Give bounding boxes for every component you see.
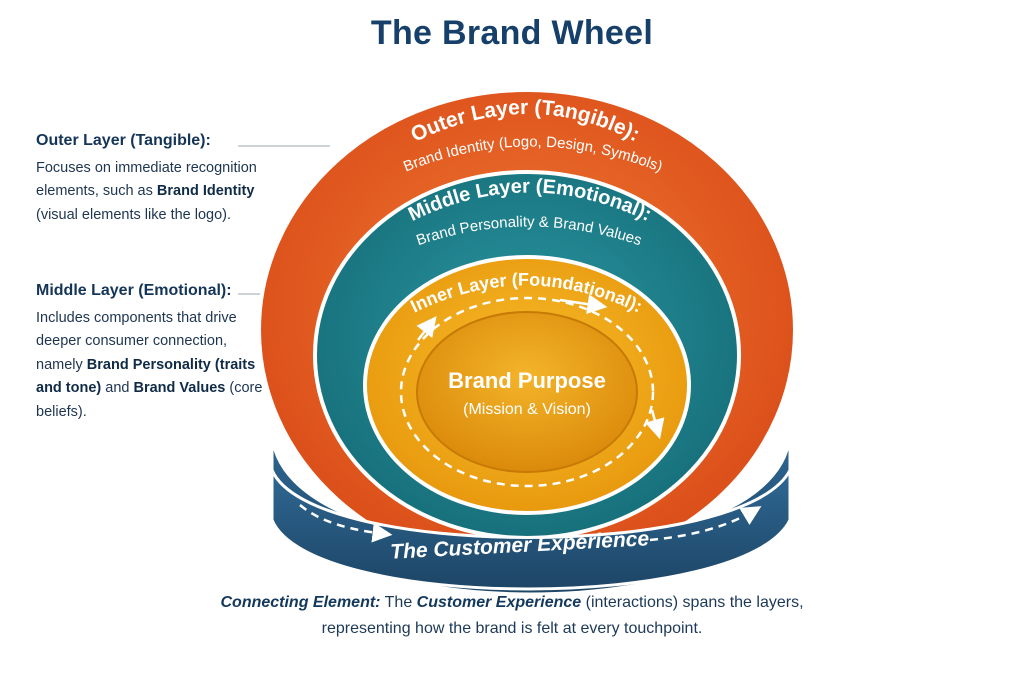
middle-layer-note: Middle Layer (Emotional): Includes compo… bbox=[36, 278, 276, 424]
middle-layer-note-text-end: (core beliefs). bbox=[36, 380, 263, 420]
connecting-note-text-2: (interactions) spans the layers, bbox=[581, 594, 804, 611]
middle-layer-note-text-and: and bbox=[101, 380, 134, 397]
brand-identity-term: Brand Identity bbox=[156, 183, 255, 200]
customer-experience-ring-front bbox=[270, 469, 792, 591]
traits-and-tone-term: (traits and tone) bbox=[36, 356, 256, 397]
brand-purpose-subtitle: (Mission & Vision) bbox=[463, 401, 591, 418]
cycle-arrow-right bbox=[645, 409, 665, 440]
outer-layer-note-heading: Outer Layer (Tangible): bbox=[36, 132, 211, 149]
brand-values-term: Brand Values bbox=[133, 380, 226, 397]
cycle-arrow-top bbox=[559, 294, 608, 315]
inner-cycle-dashes bbox=[399, 296, 655, 488]
middle-layer-note-text: Includes components that drive deeper co… bbox=[36, 309, 237, 373]
outer-layer-note: Outer Layer (Tangible): Focuses on immed… bbox=[36, 128, 276, 227]
brand-purpose-core bbox=[416, 311, 638, 473]
customer-experience-term: Customer Experience bbox=[416, 594, 582, 611]
brand-purpose-title: Brand Purpose bbox=[448, 368, 606, 393]
connecting-element-note: Connecting Element: The Customer Experie… bbox=[0, 590, 1024, 641]
middle-layer-note-heading: Middle Layer (Emotional): bbox=[36, 282, 232, 299]
connecting-note-text: The bbox=[380, 594, 417, 611]
page-title: The Brand Wheel bbox=[370, 14, 654, 52]
outer-layer-note-text: Focuses on immediate recognition element… bbox=[36, 159, 257, 200]
ring-dashed-arrow-left bbox=[299, 504, 393, 543]
cycle-arrow-left bbox=[416, 316, 437, 341]
connecting-note-line-2: representing how the brand is felt at ev… bbox=[321, 619, 703, 637]
brand-personality-term: Brand Personality bbox=[86, 356, 211, 373]
ring-dashed-arrow-right bbox=[649, 506, 762, 542]
outer-layer-note-text-end: (visual elements like the logo). bbox=[36, 206, 232, 223]
connecting-element-lead: Connecting Element: bbox=[220, 594, 381, 611]
